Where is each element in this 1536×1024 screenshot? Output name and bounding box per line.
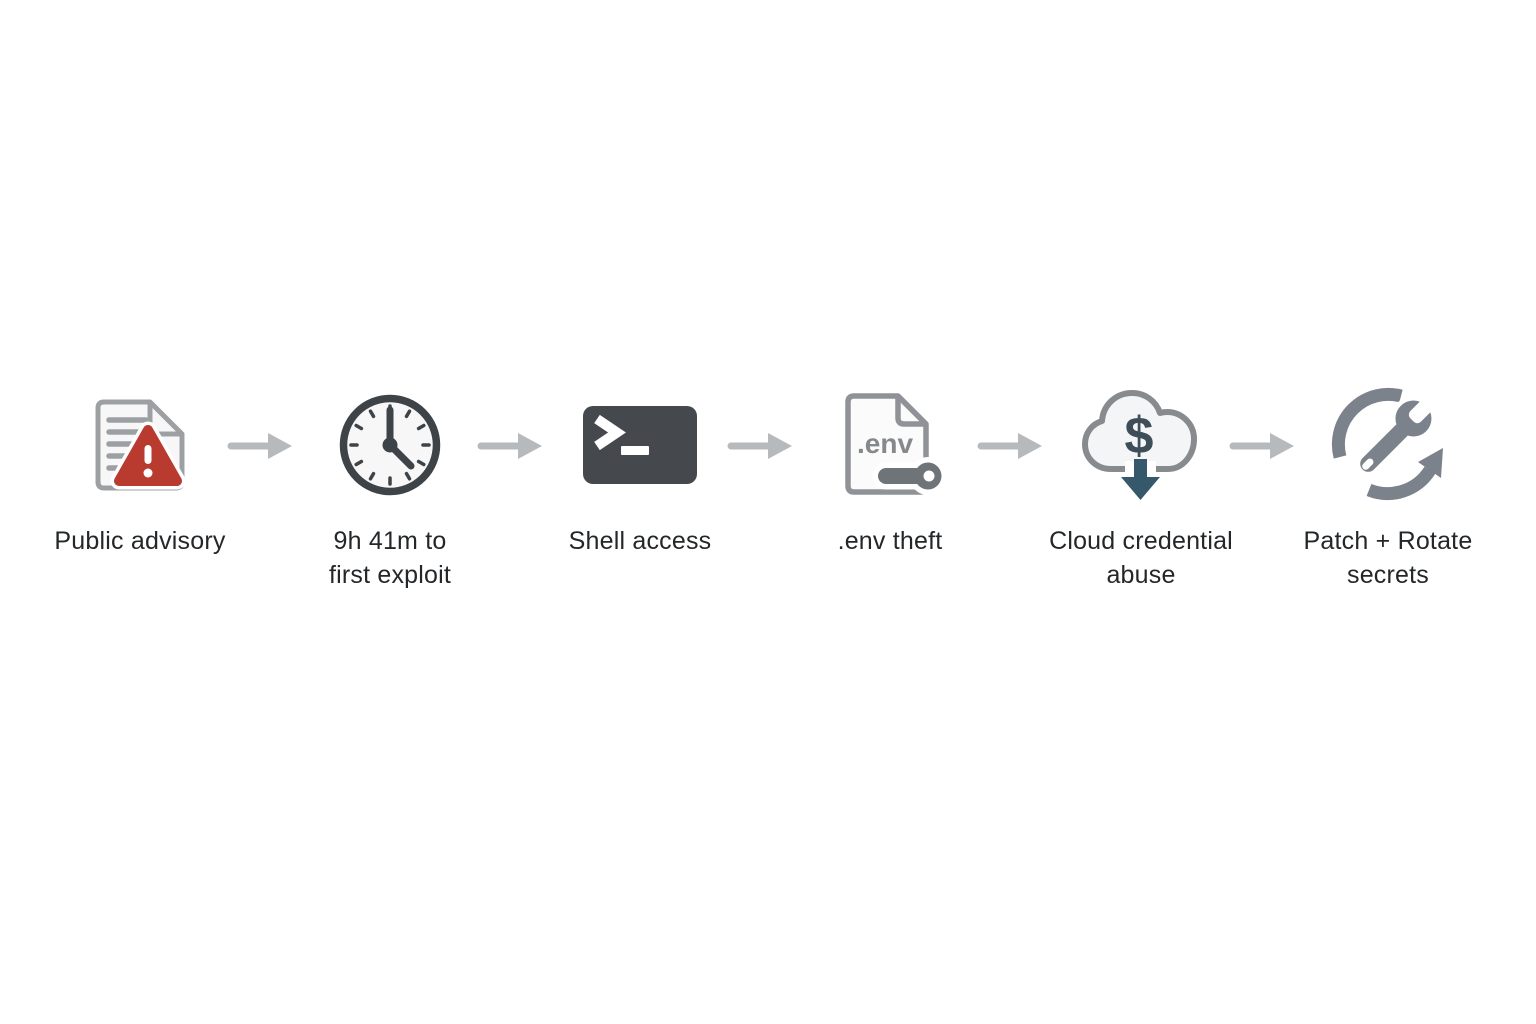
step-label: .env theft <box>837 527 943 555</box>
dollar-symbol: $ <box>1125 407 1154 465</box>
step-label: Shell access <box>568 527 712 555</box>
flow-arrow <box>1228 431 1296 461</box>
advisory-document-icon <box>88 370 192 520</box>
cloud-dollar-download-icon: $ <box>1075 370 1207 520</box>
step-label: Patch + Rotate secrets <box>1303 527 1473 589</box>
wrench-rotate-icon <box>1325 370 1451 520</box>
flow-arrow <box>726 431 794 461</box>
clock-icon <box>334 370 446 520</box>
step-label: 9h 41m to first exploit <box>328 527 452 589</box>
step-patch-rotate-secrets: Patch + Rotate secrets <box>1278 370 1498 592</box>
env-file-key-icon: .env <box>834 370 946 520</box>
step-cloud-credential-abuse: $ Cloud credential abuse <box>1031 370 1251 592</box>
step-first-exploit-time: 9h 41m to first exploit <box>280 370 500 592</box>
step-shell-access: Shell access <box>530 370 750 558</box>
env-file-label: .env <box>857 428 913 459</box>
step-label: Cloud credential abuse <box>1049 527 1233 589</box>
step-public-advisory: Public advisory <box>30 370 250 558</box>
flow-arrow <box>476 431 544 461</box>
flow-arrow <box>976 431 1044 461</box>
step-env-theft: .env .env theft <box>780 370 1000 558</box>
terminal-icon <box>582 370 698 520</box>
flow-arrow <box>226 431 294 461</box>
step-label: Public advisory <box>54 527 226 555</box>
